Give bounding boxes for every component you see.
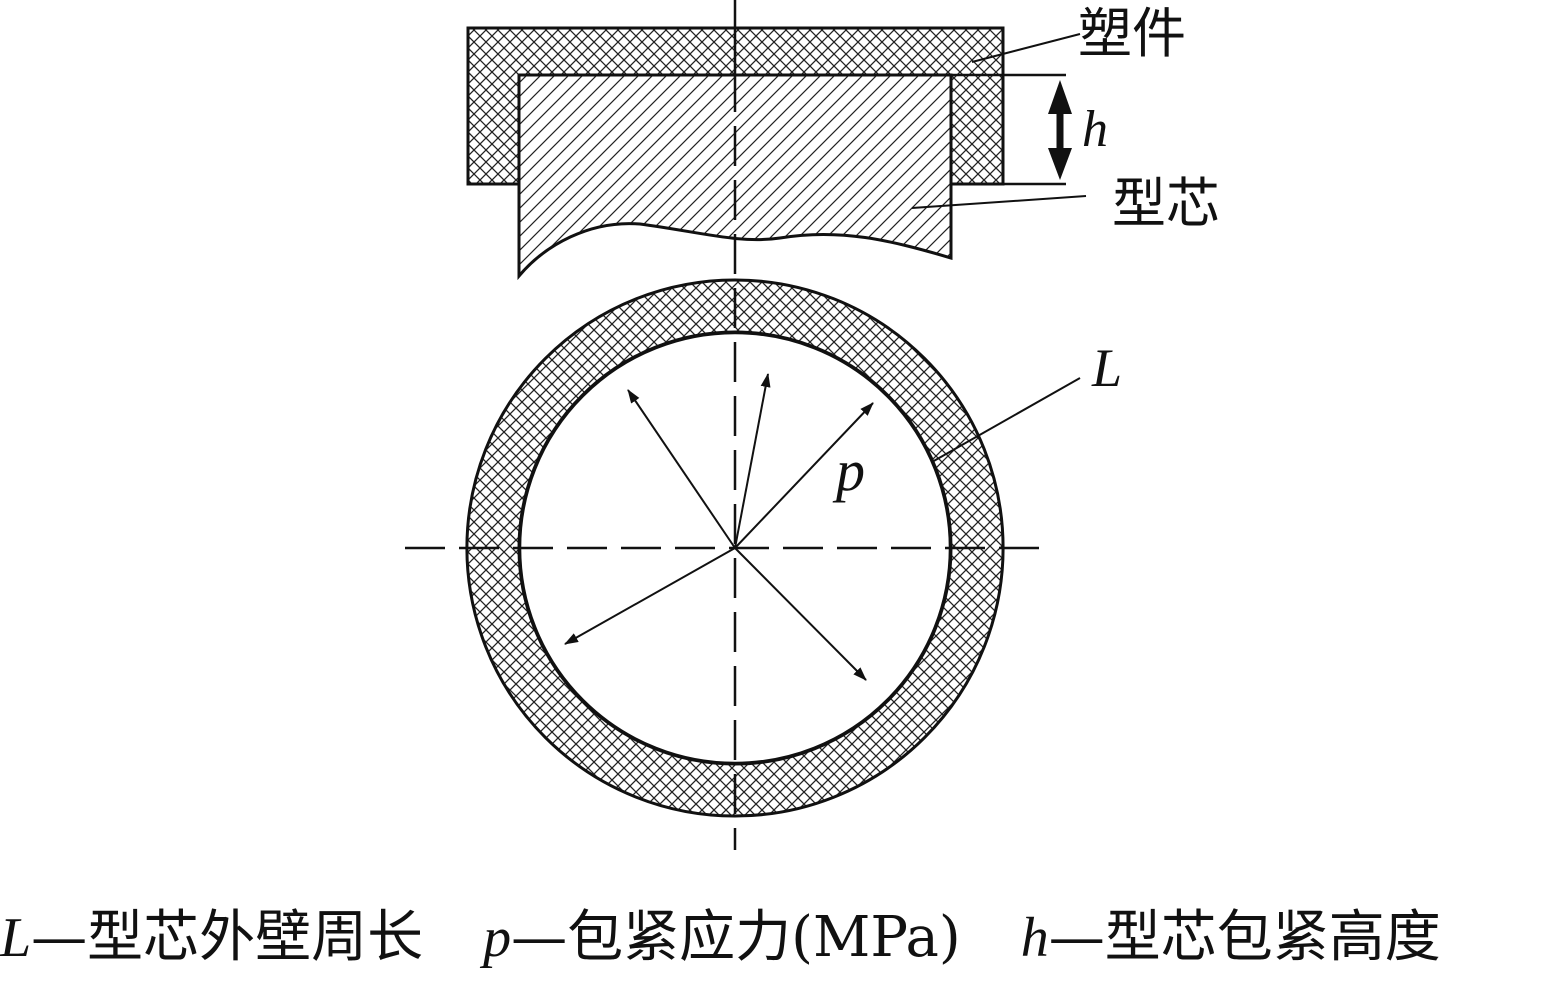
- legend-symbol: p: [483, 907, 512, 969]
- legend-symbol: h: [1020, 907, 1049, 969]
- pressure-arrow-up: [734, 373, 771, 549]
- perimeter-symbol-label: L: [1091, 338, 1122, 398]
- legend-text: —型芯包紧高度: [1048, 905, 1441, 970]
- perimeter-leader-line: [931, 377, 1081, 463]
- core-label: 型芯: [1112, 172, 1220, 235]
- pressure-arrow-lower-left: [564, 547, 736, 645]
- height-symbol-label: h: [1082, 101, 1108, 158]
- part-label: 塑件: [1078, 2, 1186, 65]
- legend-item-height: h—型芯包紧高度: [1021, 900, 1441, 976]
- legend-text: —包紧应力(MPa): [511, 905, 961, 970]
- pressure-symbol-label: p: [832, 438, 865, 503]
- legend-caption: L—型芯外壁周长 p—包紧应力(MPa) h—型芯包紧高度: [0, 900, 1550, 984]
- pressure-arrow-upper-right: [734, 402, 874, 549]
- core-leader-line: [911, 195, 1087, 209]
- section-view: 塑件 h 型芯: [466, 2, 1220, 281]
- part-leader-line: [971, 33, 1081, 63]
- pressure-arrow-lower-right: [734, 547, 867, 681]
- ring-view: p L: [405, 0, 1122, 850]
- legend-item-perimeter: L—型芯外壁周长: [0, 900, 423, 976]
- pressure-arrow-upper-left: [627, 389, 736, 549]
- legend-item-pressure: p—包紧应力(MPa): [483, 900, 961, 976]
- legend-text: —型芯外壁周长: [31, 905, 424, 970]
- h-dimension-arrow: [1048, 80, 1072, 180]
- legend-symbol: L: [0, 907, 32, 969]
